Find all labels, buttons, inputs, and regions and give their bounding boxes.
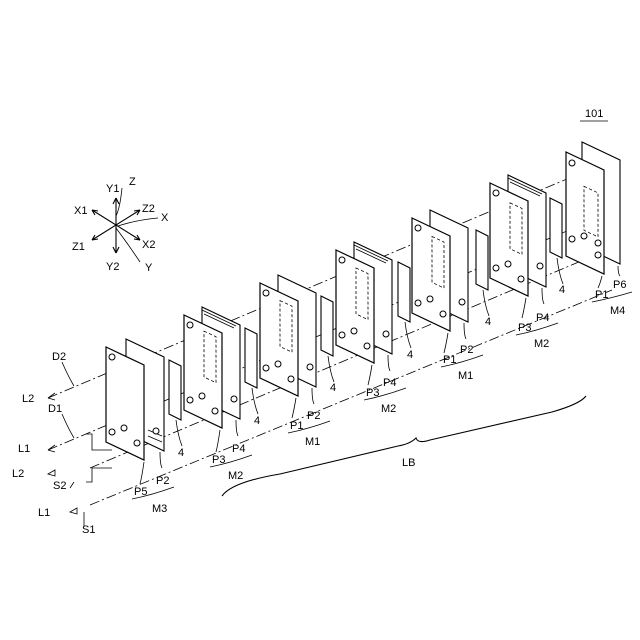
stack-brace: LB — [222, 396, 586, 496]
flow-terminals: D2 L2 D1 L1 L2 S2 L1 S1 — [12, 351, 112, 536]
axis-symbol: Y1 Z X1 Z2 X Z1 X2 Y2 Y — [72, 176, 169, 274]
reference-number: 101 — [585, 108, 603, 120]
separator-label: 4 — [407, 349, 413, 361]
flow-label-l1-lower: L1 — [38, 507, 50, 519]
module-m3 — [106, 339, 164, 460]
separator-plate — [169, 360, 181, 420]
axis-label-x1: X1 — [74, 205, 87, 217]
separator-label: 4 — [485, 316, 491, 328]
module-m2-right — [490, 175, 546, 296]
separator-label: 4 — [178, 447, 184, 459]
separator-label: 4 — [330, 382, 336, 394]
axis-label-x2: X2 — [142, 239, 155, 251]
axis-label-y: Y — [145, 262, 153, 274]
module-label: M2 — [228, 470, 243, 482]
separator-plate — [398, 262, 410, 322]
axis-label-z1: Z1 — [72, 241, 85, 253]
plate-label: P4 — [232, 443, 245, 455]
stack-label: LB — [402, 457, 415, 469]
plate-label: P6 — [613, 279, 626, 291]
separator-label: 4 — [254, 415, 260, 427]
separator-plate — [321, 296, 333, 356]
axis-label-y1: Y1 — [106, 183, 119, 195]
module-m4 — [566, 142, 620, 274]
separator-plate — [550, 198, 562, 258]
plate-label: P2 — [460, 344, 473, 356]
axis-label-x: X — [161, 212, 169, 224]
module-label: M2 — [381, 403, 396, 415]
flow-label-l2-lower: L2 — [12, 468, 24, 480]
axis-label-z: Z — [129, 176, 136, 188]
module-label: M4 — [610, 305, 625, 317]
flow-label-d2: D2 — [52, 351, 66, 363]
flow-label-l1-upper: L1 — [18, 443, 30, 455]
module-m2-left — [184, 307, 240, 428]
module-label: M2 — [534, 338, 549, 350]
module-label: M1 — [458, 370, 473, 382]
module-label: M1 — [305, 436, 320, 448]
flow-label-s1: S1 — [82, 524, 95, 536]
separator-plate — [245, 328, 257, 388]
flow-label-s2: S2 — [53, 480, 66, 492]
module-m1-middle — [260, 275, 316, 396]
separator-plate — [476, 230, 488, 290]
module-m2-middle — [336, 242, 392, 363]
module-m1-right — [412, 210, 468, 331]
separator-label: 4 — [559, 284, 565, 296]
plate-label: P4 — [383, 377, 396, 389]
flow-label-d1: D1 — [48, 403, 62, 415]
plate-label: P4 — [536, 312, 549, 324]
plate-label: P2 — [307, 410, 320, 422]
module-label: M3 — [152, 503, 167, 515]
axis-label-z2: Z2 — [142, 203, 155, 215]
axis-label-y2: Y2 — [106, 261, 119, 273]
flow-label-l2-upper: L2 — [22, 393, 34, 405]
plate-label: P2 — [156, 475, 169, 487]
